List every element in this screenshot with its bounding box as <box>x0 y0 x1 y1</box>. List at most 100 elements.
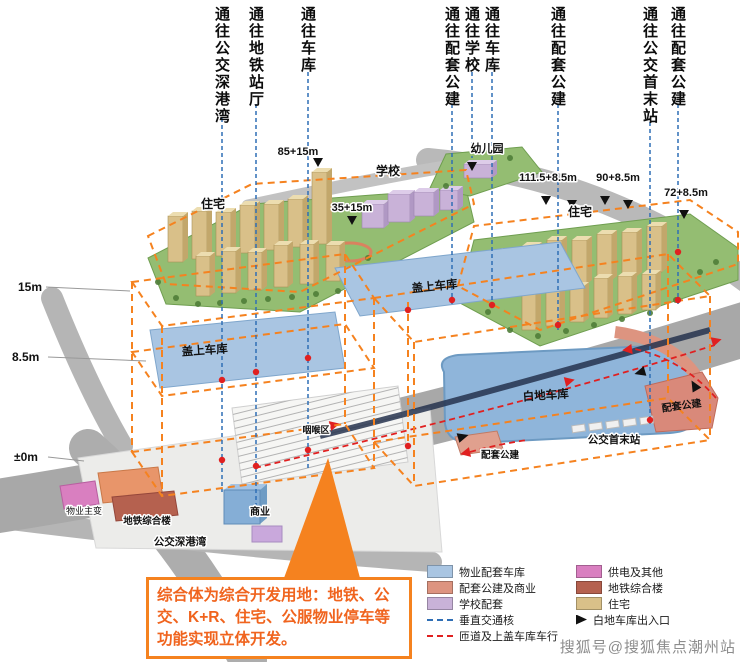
legend-item: 配套公建及商业 <box>427 581 558 595</box>
legend-swatch <box>576 581 602 594</box>
tree <box>619 316 625 322</box>
down-arrow-icon <box>313 158 323 167</box>
school-building <box>361 200 389 229</box>
residential-tower <box>617 272 637 315</box>
label-substation: 物业主变 <box>66 505 102 516</box>
elevation-15m: 15m <box>18 280 42 294</box>
entrance-arrow-icon <box>634 366 647 376</box>
tree <box>313 291 319 297</box>
tree <box>591 322 597 328</box>
tree <box>563 328 569 334</box>
height-111-8: 111.5+8.5m <box>519 172 577 184</box>
ramp-routes <box>254 343 719 469</box>
legend-item: 供电及其他 <box>576 565 670 579</box>
tree <box>173 295 179 301</box>
residential-tower <box>221 247 241 294</box>
leader-label-bus-terminal: 通往公交首末站 <box>641 6 658 125</box>
ground-buildings <box>59 466 283 543</box>
watermark: 搜狐号@搜狐焦点潮州站 <box>559 639 736 656</box>
legend-entrance-arrow-icon <box>576 614 587 625</box>
label-commerce: 商业 <box>250 505 270 518</box>
school-building <box>387 190 415 223</box>
down-arrow-icon <box>679 210 689 219</box>
legend-label: 物业配套车库 <box>459 566 525 579</box>
legend-swatch <box>576 597 602 610</box>
road-school <box>241 159 459 213</box>
height-35-15: 35+15m <box>332 202 373 214</box>
residential-tower <box>215 208 236 257</box>
tree <box>335 288 341 294</box>
legend-column-left: 物业配套车库 配套公建及商业 学校配套 垂直交通核 匝道及上盖车库车行 <box>427 565 558 643</box>
label-residential-right: 住宅 <box>568 204 592 219</box>
leader-label-garage-1: 通往车库 <box>299 6 316 74</box>
legend-item: 地铁综合楼 <box>576 581 670 595</box>
legend-swatch <box>427 581 453 594</box>
residential-tower <box>641 270 661 311</box>
tree <box>535 333 541 339</box>
legend-label: 学校配套 <box>459 598 503 611</box>
commerce-building <box>223 489 261 525</box>
tree <box>241 298 247 304</box>
leader-label-metro-hall: 通往地铁站厅 <box>247 6 264 108</box>
tree <box>443 183 449 189</box>
legend-item: 学校配套 <box>427 597 558 611</box>
commerce-building-side <box>260 484 267 524</box>
residential-tower <box>299 240 319 285</box>
label-deck-upper: 盖上车库 <box>411 277 459 296</box>
elevation-guides <box>45 286 147 462</box>
leader-label-garage-2: 通往车库 <box>483 6 500 74</box>
down-arrow-icon <box>541 196 551 205</box>
down-arrow-icon <box>567 200 577 209</box>
legend-label: 白地车库出入口 <box>593 614 670 627</box>
ramp-arrow-icon <box>710 337 722 347</box>
label-kindergarten: 幼儿园 <box>471 141 504 155</box>
legend-item: 住宅 <box>576 597 670 611</box>
legend-item: 白地车库出入口 <box>576 614 670 627</box>
ramp-arrow-icon <box>622 344 633 354</box>
residential-tower <box>273 241 293 288</box>
vertical-cores <box>221 72 679 512</box>
down-arrow-icon <box>347 216 357 225</box>
entrance-arrow-icon <box>691 380 702 393</box>
height-72-8: 72+8.5m <box>664 187 708 199</box>
legend-item: 匝道及上盖车库车行 <box>427 630 558 643</box>
road-left <box>41 287 133 457</box>
residential-tower <box>621 228 642 277</box>
label-throat: 咽喉区 <box>302 424 329 435</box>
legend-label: 住宅 <box>608 598 630 611</box>
legend-dash-red-icon <box>427 634 453 637</box>
tree <box>697 269 703 275</box>
tree <box>155 279 161 285</box>
elevation-0m: ±0m <box>14 450 38 464</box>
residential-tower <box>596 230 617 281</box>
tree <box>485 309 491 315</box>
elevation-8-5m: 8.5m <box>12 350 39 364</box>
entrance-arrow-icon <box>456 433 469 443</box>
legend: 物业配套车库 配套公建及商业 学校配套 垂直交通核 匝道及上盖车库车行 供电及其… <box>427 565 670 643</box>
leader-label-support-2: 通往配套公建 <box>549 6 566 108</box>
tree <box>507 155 513 161</box>
core-nodes <box>218 248 682 470</box>
legend-label: 供电及其他 <box>608 566 663 579</box>
residential-tower <box>195 252 215 297</box>
leader-label-support-3: 通往配套公建 <box>669 6 686 108</box>
residential-tower <box>239 201 260 254</box>
residential-tower <box>247 248 267 291</box>
school-building <box>413 188 439 217</box>
metro-complex-building <box>111 490 179 522</box>
label-bus-terminal: 公交首末站 <box>588 433 641 446</box>
legend-label: 垂直交通核 <box>459 614 514 627</box>
orange-frames <box>130 168 739 498</box>
down-arrow-icon <box>623 200 633 209</box>
tree <box>195 301 201 307</box>
label-white-land-garage: 白地车库 <box>522 386 569 403</box>
legend-label: 地铁综合楼 <box>608 582 663 595</box>
leader-label-school: 通往学校 <box>463 6 480 74</box>
legend-swatch <box>427 565 453 578</box>
ramp-arrows <box>328 337 722 457</box>
label-bus-bay: 公交深港湾 <box>154 535 207 548</box>
ramp-arrow-icon <box>460 447 472 457</box>
legend-column-right: 供电及其他 地铁综合楼 住宅 白地车库出入口 <box>576 565 670 641</box>
label-metro-complex: 地铁综合楼 <box>123 515 171 527</box>
